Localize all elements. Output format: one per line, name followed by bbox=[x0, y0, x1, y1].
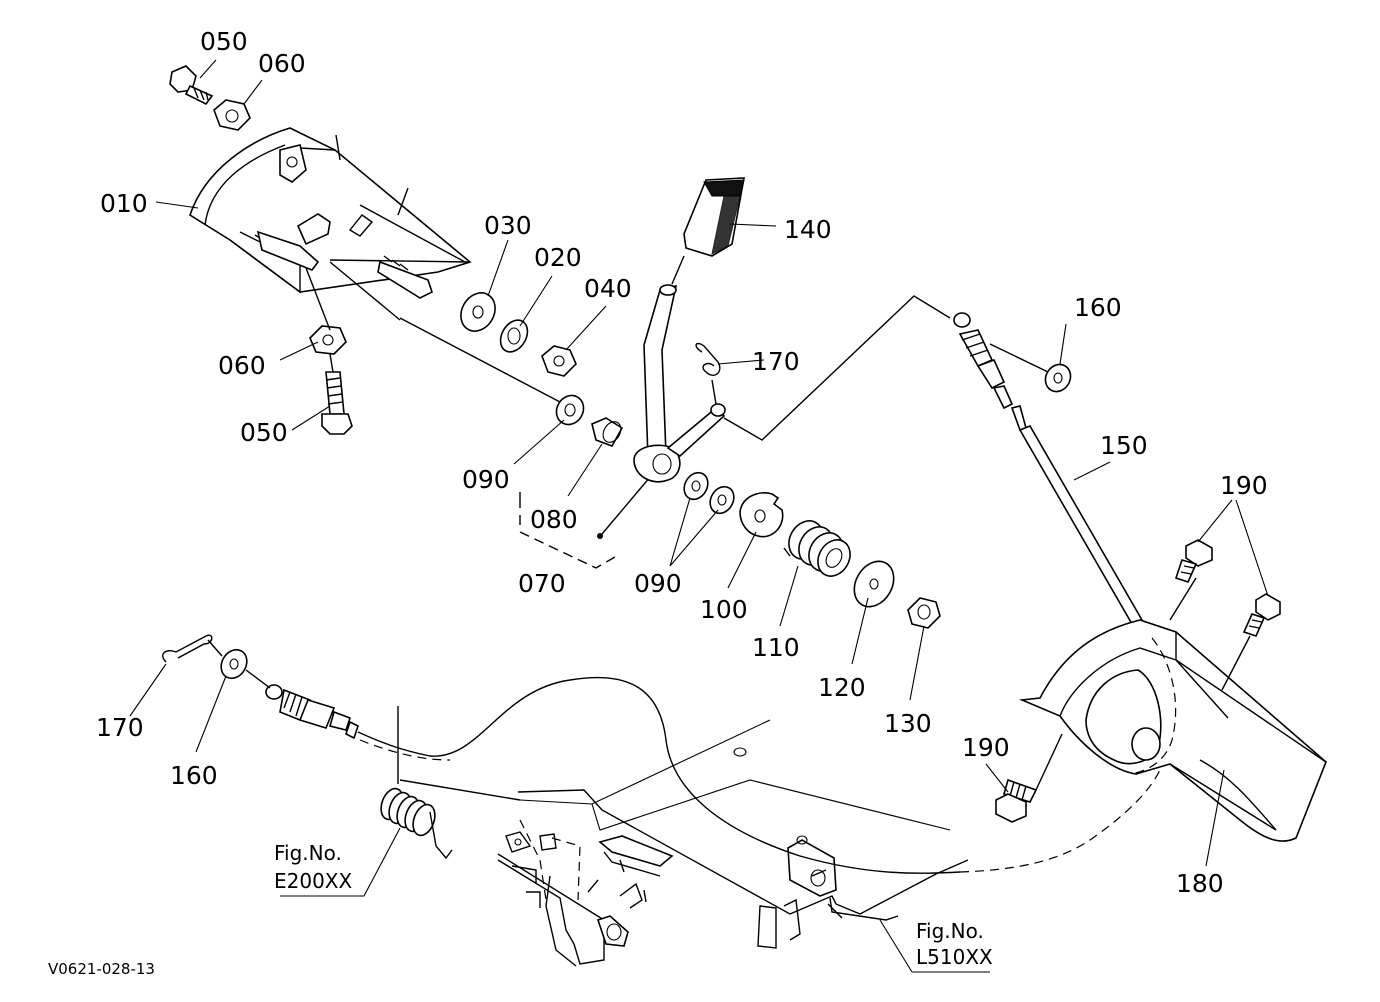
spring-110-drawing bbox=[783, 520, 851, 577]
washer-020-drawing bbox=[499, 319, 529, 353]
bolt-050-bottom-drawing bbox=[321, 371, 353, 435]
fig-ref-right-line1: Fig.No. bbox=[916, 919, 984, 943]
cable-route-dashed-right bbox=[959, 769, 1161, 873]
collar-080-drawing bbox=[591, 417, 624, 447]
washer-090-right-a-drawing bbox=[683, 471, 709, 501]
main-axis-line bbox=[399, 317, 561, 403]
bolt-190-lower-drawing bbox=[995, 778, 1038, 823]
cable-150-drawing bbox=[953, 312, 1144, 626]
label-part-060-top: 060 bbox=[258, 49, 306, 78]
label-part-190-top: 190 bbox=[1220, 471, 1268, 500]
label-part-090-left: 090 bbox=[462, 465, 510, 494]
nut-040-drawing bbox=[541, 345, 577, 377]
cable-axis-line bbox=[989, 343, 1049, 373]
bolt-190-upper-left-drawing bbox=[1174, 539, 1213, 583]
clip-170-left-drawing bbox=[162, 634, 223, 663]
group-070-dot bbox=[597, 533, 603, 539]
cable-route-solid bbox=[357, 676, 961, 874]
label-part-150: 150 bbox=[1100, 431, 1148, 460]
bolt-axis-line bbox=[305, 267, 334, 373]
washer-120-drawing bbox=[853, 560, 895, 608]
nut-060-bottom-drawing bbox=[309, 325, 347, 355]
washer-090-left-drawing bbox=[555, 394, 585, 426]
leader-lines bbox=[129, 59, 1269, 973]
knob-140-drawing bbox=[671, 177, 745, 285]
lever-to-cable-line bbox=[723, 295, 951, 441]
label-part-080: 080 bbox=[530, 505, 578, 534]
cover-180-drawing bbox=[1018, 619, 1327, 842]
nut-060-top-drawing bbox=[213, 99, 251, 131]
label-part-050-bottom: 050 bbox=[240, 418, 288, 447]
label-part-090-right: 090 bbox=[634, 569, 682, 598]
fig-ref-left-line2: E200XX bbox=[274, 869, 353, 893]
label-part-040: 040 bbox=[584, 274, 632, 303]
lever-070-drawing bbox=[633, 284, 726, 483]
fig-ref-left-line1: Fig.No. bbox=[274, 841, 342, 865]
label-part-180: 180 bbox=[1176, 869, 1224, 898]
lower-cable-axis-line bbox=[245, 669, 271, 689]
bolt-050-top-drawing bbox=[169, 65, 214, 106]
drawing-code: V0621-028-13 bbox=[48, 960, 155, 978]
label-part-170-right: 170 bbox=[752, 347, 800, 376]
label-part-060-bottom: 060 bbox=[218, 351, 266, 380]
label-part-110: 110 bbox=[752, 633, 800, 662]
label-part-130: 130 bbox=[884, 709, 932, 738]
label-part-160-right: 160 bbox=[1074, 293, 1122, 322]
return-spring-drawing bbox=[380, 706, 521, 860]
cable-end-lower-drawing bbox=[265, 684, 359, 740]
label-part-020: 020 bbox=[534, 243, 582, 272]
plate-100-drawing bbox=[739, 492, 784, 538]
label-part-030: 030 bbox=[484, 211, 532, 240]
label-part-100: 100 bbox=[700, 595, 748, 624]
label-part-140: 140 bbox=[784, 215, 832, 244]
label-part-170-left: 170 bbox=[96, 713, 144, 742]
nut-130-drawing bbox=[907, 597, 941, 629]
washer-030-drawing bbox=[460, 292, 496, 332]
frame-drawing bbox=[497, 719, 969, 967]
lever-pivot-axis bbox=[601, 469, 657, 535]
label-part-120: 120 bbox=[818, 673, 866, 702]
label-part-050-top: 050 bbox=[200, 27, 248, 56]
label-part-010: 010 bbox=[100, 189, 148, 218]
washer-160-left-drawing bbox=[220, 648, 248, 680]
group-070-bracket bbox=[519, 531, 621, 569]
bolt-190-upper-right-drawing bbox=[1242, 593, 1281, 637]
clip-170-right-drawing bbox=[695, 342, 721, 405]
label-part-190-bottom: 190 bbox=[962, 733, 1010, 762]
label-part-070: 070 bbox=[518, 569, 566, 598]
cable-route-dashed-left bbox=[359, 739, 451, 761]
label-part-160-left: 160 bbox=[170, 761, 218, 790]
bracket-010-drawing bbox=[189, 127, 472, 321]
fig-ref-right-line2: L510XX bbox=[916, 945, 993, 969]
washer-160-right-drawing bbox=[1044, 363, 1072, 393]
washer-090-right-b-drawing bbox=[709, 485, 735, 515]
bolt-190-axis-lines bbox=[1035, 577, 1251, 791]
